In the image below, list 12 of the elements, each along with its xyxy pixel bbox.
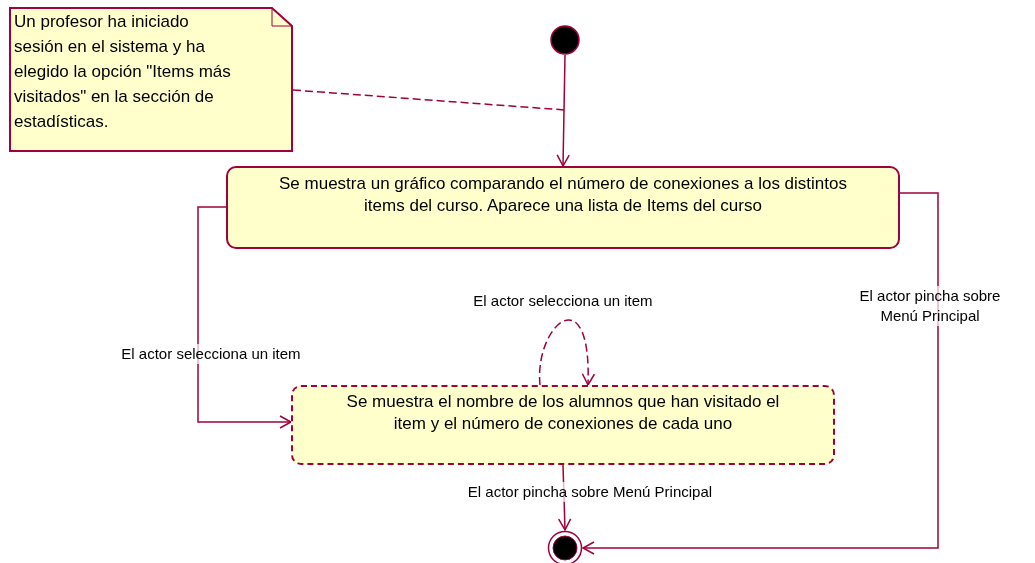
state-box (226, 166, 900, 249)
state-text: Se muestra el nombre de los alumnos que han visitado el item y el número de conexiones de cada uno (345, 391, 781, 435)
edge-label: El actor selecciona un item (121, 344, 301, 364)
arrow (197, 206, 292, 429)
state-box (291, 385, 835, 465)
arrow (556, 54, 570, 167)
arrow (539, 319, 595, 386)
leader-line (292, 89, 566, 111)
note-text: Un profesor ha iniciado sesión en el sistema y ha elegido la opción "Items más visitados" en la sección de estadísticas. (14, 11, 232, 133)
arrow (582, 192, 939, 555)
edge-label: El actor pincha sobre Menú Principal (467, 482, 713, 502)
state-text: Se muestra un gráfico comparando el número de conexiones a los distintos items del curso. Aparece una lista de Items del curso (278, 173, 848, 217)
